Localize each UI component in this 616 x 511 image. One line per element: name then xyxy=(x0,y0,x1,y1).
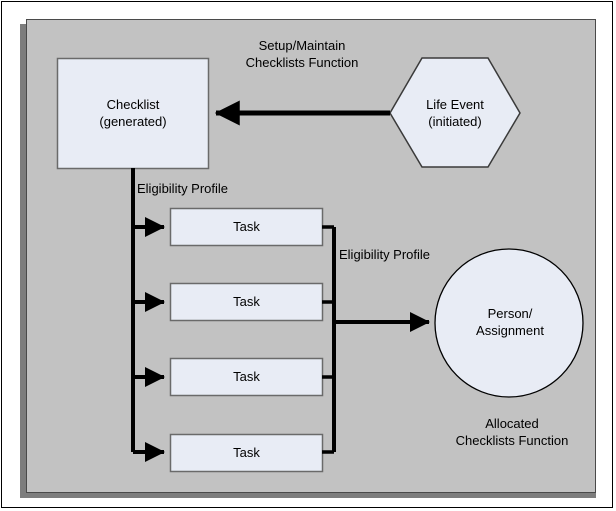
node-person-assignment-shape[interactable] xyxy=(434,248,584,398)
node-task-3-shape[interactable] xyxy=(169,433,324,473)
node-life-event-shape[interactable] xyxy=(389,57,521,168)
node-task-2-shape[interactable] xyxy=(169,357,324,397)
node-task-1-shape[interactable] xyxy=(169,282,324,322)
node-checklist-shape[interactable] xyxy=(56,57,210,170)
node-task-0-shape[interactable] xyxy=(169,207,324,247)
